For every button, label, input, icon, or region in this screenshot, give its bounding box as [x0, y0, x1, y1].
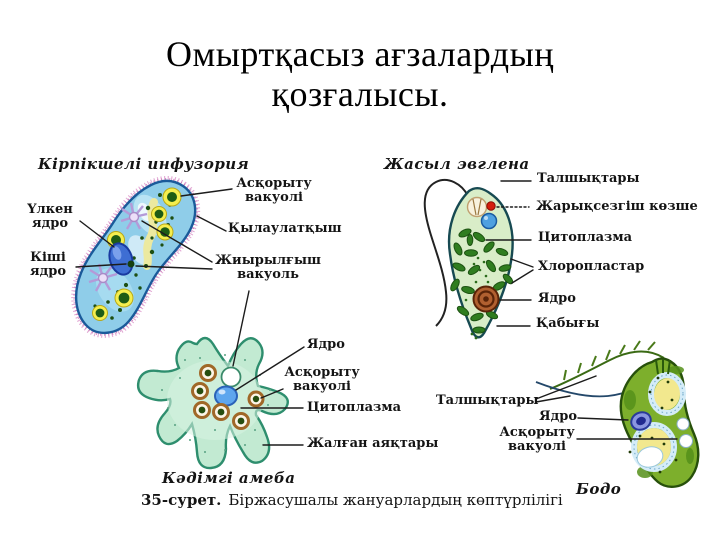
- label-euglena-cytoplasm: Цитоплазма: [538, 230, 633, 245]
- euglena-vacuole-highlight: [484, 216, 488, 220]
- leader-amoeba-digestive-vacuole: [260, 388, 284, 399]
- euglena-eyespot: [486, 201, 496, 211]
- bodo-patch-upper: [653, 378, 681, 410]
- leader-amoeba-nucleus: [235, 346, 305, 391]
- bodo-canal-dots: [650, 374, 684, 414]
- bodo-flagella-roots: [655, 359, 671, 375]
- euglena-flagellum-root: [472, 198, 482, 216]
- label-euglena-nucleus: Ядро: [538, 291, 576, 306]
- amoeba-illustration: [136, 336, 289, 470]
- label-bodo-nucleus: Ядро: [539, 409, 577, 424]
- amoeba-nucleus: [214, 385, 238, 407]
- infusoria-food-vacuoles: [92, 187, 182, 321]
- amoeba-caption: Кәдімгі амеба: [162, 469, 296, 487]
- bodo-flagellum-barbed: [549, 350, 665, 390]
- bodo-canal-dots: [633, 424, 675, 470]
- infusoria-contractile-vacuole-bottom: [88, 263, 118, 292]
- euglena-vacuole: [480, 212, 498, 230]
- page-title: Омыртқасыз ағзалардың қозғалысы.: [0, 34, 720, 115]
- leader-small-nucleus: [75, 263, 127, 268]
- leader-contractile-upper: [141, 220, 213, 263]
- leader-bodo-flagella-1: [535, 375, 597, 400]
- label-infusoria-large-nucleus: Үлкен ядро: [27, 202, 73, 232]
- label-euglena-flagella: Талшықтары: [537, 171, 640, 186]
- leader-trichocyst: [196, 215, 227, 232]
- figure-caption-text: Біржасушалы жануарлардың көптүрлілігі: [228, 491, 563, 509]
- leader-bodo-nucleus: [577, 417, 629, 421]
- euglena-nucleolus-ring: [477, 290, 495, 308]
- infusoria-nucleus-highlight: [112, 246, 122, 260]
- label-infusoria-digestive-vacuole: Асқорыту вакуолі: [236, 176, 312, 206]
- euglena-chloroplasts: [450, 228, 514, 334]
- infusoria-illustration: [71, 176, 201, 338]
- leader-euglena-chloroplast-2: [511, 269, 534, 284]
- bodo-vacuole-large: [636, 446, 664, 468]
- figure-caption: 35-сурет. Біржасушалы жануарлардың көптүр…: [141, 491, 563, 509]
- leader-contractile-to-amoeba: [232, 290, 250, 367]
- bodo-specks: [628, 376, 678, 474]
- leader-euglena-chloroplast-1: [510, 258, 534, 268]
- label-bodo-digestive-vacuole: Асқорыту вакуолі: [499, 425, 575, 455]
- leader-contractile-lower: [135, 265, 213, 270]
- euglena-reservoir: [466, 196, 488, 218]
- bodo-digestive-vacuole: [679, 434, 693, 448]
- amoeba-nucleus-highlight: [218, 389, 226, 395]
- figure-number: 35-сурет.: [141, 491, 222, 509]
- infusoria-heading: Кірпікшелі инфузория: [38, 155, 250, 173]
- label-euglena-chloroplasts: Хлоропластар: [538, 259, 645, 274]
- label-infusoria-trichocyst: Қылаулатқыш: [228, 221, 342, 236]
- leader-bodo-flagella-2: [535, 395, 571, 403]
- label-amoeba-nucleus: Ядро: [307, 337, 345, 352]
- bodo-vacuole-small: [676, 417, 690, 431]
- label-amoeba-digestive-vacuole: Асқорыту вакуолі: [284, 365, 360, 395]
- amoeba-contractile-vacuole: [220, 366, 242, 388]
- bodo-nucleolus: [636, 416, 646, 426]
- bodo-illustration: [535, 340, 700, 488]
- infusoria-contractile-vacuole-top: [120, 202, 148, 230]
- title-line-1: Омыртқасыз ағзалардың: [165, 34, 555, 74]
- euglena-illustration: [423, 178, 514, 340]
- infusoria-small-nucleus: [127, 260, 135, 268]
- label-amoeba-pseudopods: Жалған аяқтары: [307, 436, 439, 451]
- label-amoeba-cytoplasm: Цитоплазма: [307, 400, 402, 415]
- leader-large-nucleus: [79, 220, 115, 248]
- euglena-flagellum: [423, 178, 469, 327]
- euglena-nucleolus: [483, 296, 489, 302]
- leader-digestive-vacuole: [180, 188, 233, 197]
- euglena-heading: Жасыл эвглена: [384, 155, 530, 173]
- label-bodo-flagella: Талшықтары: [436, 393, 539, 408]
- amoeba-food-vacuoles: [191, 364, 265, 430]
- title-line-2: қозғалысы.: [271, 74, 449, 115]
- label-euglena-membrane: Қабығы: [536, 316, 600, 331]
- leader-lines: [75, 180, 678, 446]
- label-infusoria-small-nucleus: Кіші ядро: [29, 250, 67, 280]
- label-euglena-eyespot: Жарықсезгіш көзше: [536, 199, 698, 214]
- label-infusoria-contractile-vacuole: Жиырылғыш вакуоль: [215, 253, 321, 283]
- bodo-caption: Бодо: [576, 480, 622, 498]
- bodo-flagellum-barbs: [563, 340, 656, 381]
